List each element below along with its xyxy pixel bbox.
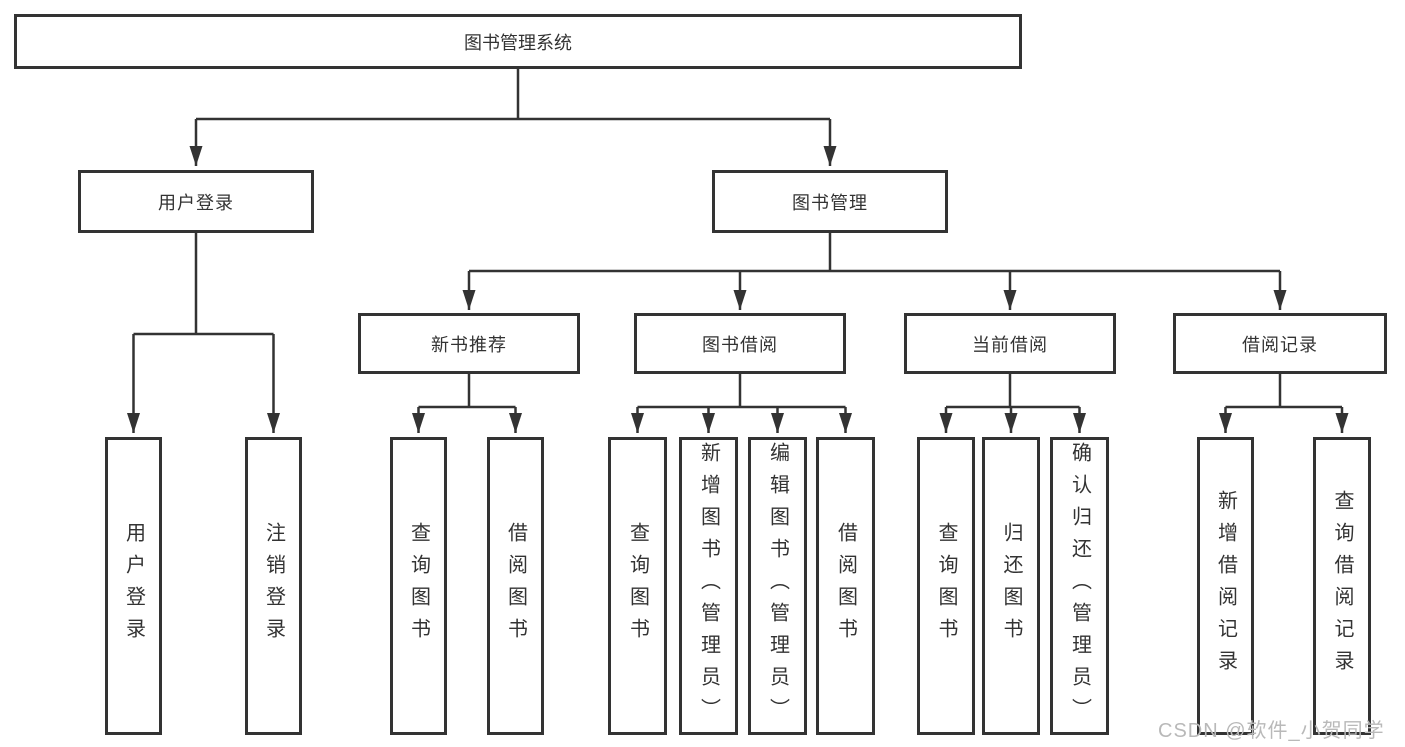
node-label: 图书管理 [792, 192, 868, 213]
node-new-book-recommendation: 新书推荐 [358, 313, 580, 374]
book-borrowing-split-connectors [631, 374, 852, 433]
leaf-label: 借阅图书 [504, 522, 527, 650]
leaf-add-borrow-record: 新增借阅记录 [1197, 437, 1254, 735]
leaf-confirm-return-admin: 确认归还（管理员） [1050, 437, 1109, 735]
leaf-label: 用户登录 [122, 522, 145, 650]
leaf-add-book-admin: 新增图书（管理员） [679, 437, 738, 735]
node-label: 借阅记录 [1242, 334, 1318, 355]
leaf-borrow-books: 借阅图书 [816, 437, 875, 735]
leaf-label: 编辑图书（管理员） [766, 442, 789, 730]
leaf-label: 确认归还（管理员） [1068, 442, 1091, 730]
leaf-edit-book-admin: 编辑图书（管理员） [748, 437, 807, 735]
leaf-label: 查询图书 [935, 522, 957, 650]
leaf-label: 新增图书（管理员） [697, 442, 720, 730]
borrowing-records-split-connectors [1219, 374, 1349, 433]
node-current-borrowing: 当前借阅 [904, 313, 1116, 374]
node-label: 图书借阅 [702, 334, 778, 355]
leaf-label: 查询图书 [407, 522, 430, 650]
book-management-split-connectors [462, 233, 1287, 310]
leaf-query-borrow-record: 查询借阅记录 [1313, 437, 1371, 735]
leaf-label: 新增借阅记录 [1214, 490, 1237, 682]
leaf-query-books-borrowing: 查询图书 [608, 437, 667, 735]
node-user-login: 用户登录 [78, 170, 314, 233]
leaf-label: 查询图书 [626, 522, 649, 650]
leaf-logout: 注销登录 [245, 437, 302, 735]
csdn-watermark: CSDN @软件_小贺同学 [1158, 720, 1385, 742]
node-library-management-system: 图书管理系统 [14, 14, 1022, 69]
leaf-label: 注销登录 [262, 522, 285, 650]
leaf-borrow-books-recommend: 借阅图书 [487, 437, 544, 735]
leaf-user-login: 用户登录 [105, 437, 162, 735]
node-borrowing-records: 借阅记录 [1173, 313, 1387, 374]
node-label: 图书管理系统 [464, 32, 572, 53]
node-label: 新书推荐 [431, 334, 507, 355]
leaf-label: 归还图书 [1000, 522, 1022, 650]
leaf-query-books-current: 查询图书 [917, 437, 975, 735]
leaf-label: 查询借阅记录 [1331, 490, 1353, 682]
node-book-borrowing: 图书借阅 [634, 313, 846, 374]
node-book-management: 图书管理 [712, 170, 948, 233]
new-book-split-connectors [412, 374, 522, 433]
leaf-query-books-recommend: 查询图书 [390, 437, 447, 735]
node-label: 当前借阅 [972, 334, 1048, 355]
node-label: 用户登录 [158, 192, 234, 213]
leaf-label: 借阅图书 [834, 522, 857, 650]
user-login-split-connectors [127, 233, 280, 433]
leaf-return-books: 归还图书 [982, 437, 1040, 735]
root-split-connectors [189, 69, 837, 166]
current-borrowing-split-connectors [939, 374, 1086, 433]
